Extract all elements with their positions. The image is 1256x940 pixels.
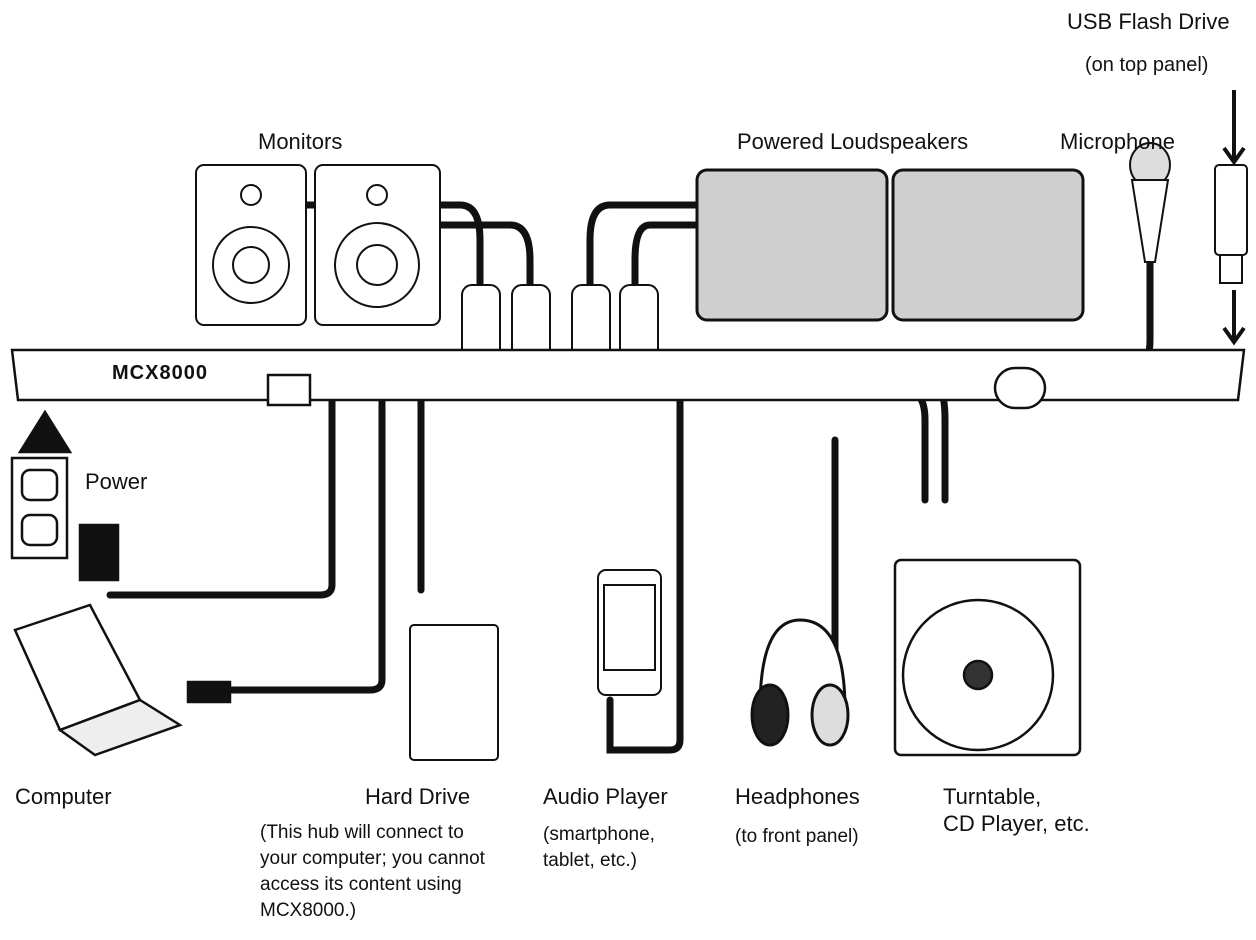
label-audio-player: Audio Player bbox=[543, 784, 668, 809]
usb-flash-drive-icon bbox=[1214, 90, 1248, 346]
label-hard-drive: Hard Drive bbox=[365, 784, 471, 809]
hard-drive-note-2: your computer; you cannot bbox=[260, 848, 485, 869]
headphones-icon bbox=[750, 618, 850, 747]
laptop-icon bbox=[13, 603, 232, 757]
microphone-icon bbox=[1129, 142, 1171, 263]
headphones-note: (to front panel) bbox=[735, 826, 859, 847]
hard-drive-note-4: MCX8000.) bbox=[260, 900, 357, 921]
device-logo: MCX8000 bbox=[112, 362, 208, 384]
label-microphone: Microphone bbox=[1060, 129, 1175, 154]
audio-player-note-1: (smartphone, bbox=[543, 824, 655, 845]
audio-player-note-2: tablet, etc.) bbox=[543, 850, 637, 871]
powered-loudspeakers bbox=[695, 168, 1085, 322]
label-turntable-2: CD Player, etc. bbox=[943, 811, 1090, 836]
hard-drive-icon bbox=[409, 624, 499, 761]
smartphone-icon bbox=[597, 569, 662, 696]
label-powered-loudspeakers: Powered Loudspeakers bbox=[737, 129, 969, 154]
monitor-speakers bbox=[195, 164, 441, 326]
label-headphones: Headphones bbox=[735, 784, 860, 809]
label-turntable-1: Turntable, bbox=[943, 784, 1042, 809]
label-computer: Computer bbox=[15, 784, 112, 809]
hard-drive-note-1: (This hub will connect to bbox=[260, 822, 464, 843]
label-monitors: Monitors bbox=[258, 129, 343, 154]
label-power: Power bbox=[85, 469, 148, 494]
hard-drive-note-3: access its content using bbox=[260, 874, 462, 895]
power-outlet-icon bbox=[10, 409, 120, 582]
label-usb-flash-drive: USB Flash Drive bbox=[1067, 9, 1230, 34]
label-usb-flash-note: (on top panel) bbox=[1085, 54, 1209, 76]
cd-player-icon bbox=[893, 558, 1082, 757]
mcx8000-rear-panel bbox=[10, 348, 1246, 410]
